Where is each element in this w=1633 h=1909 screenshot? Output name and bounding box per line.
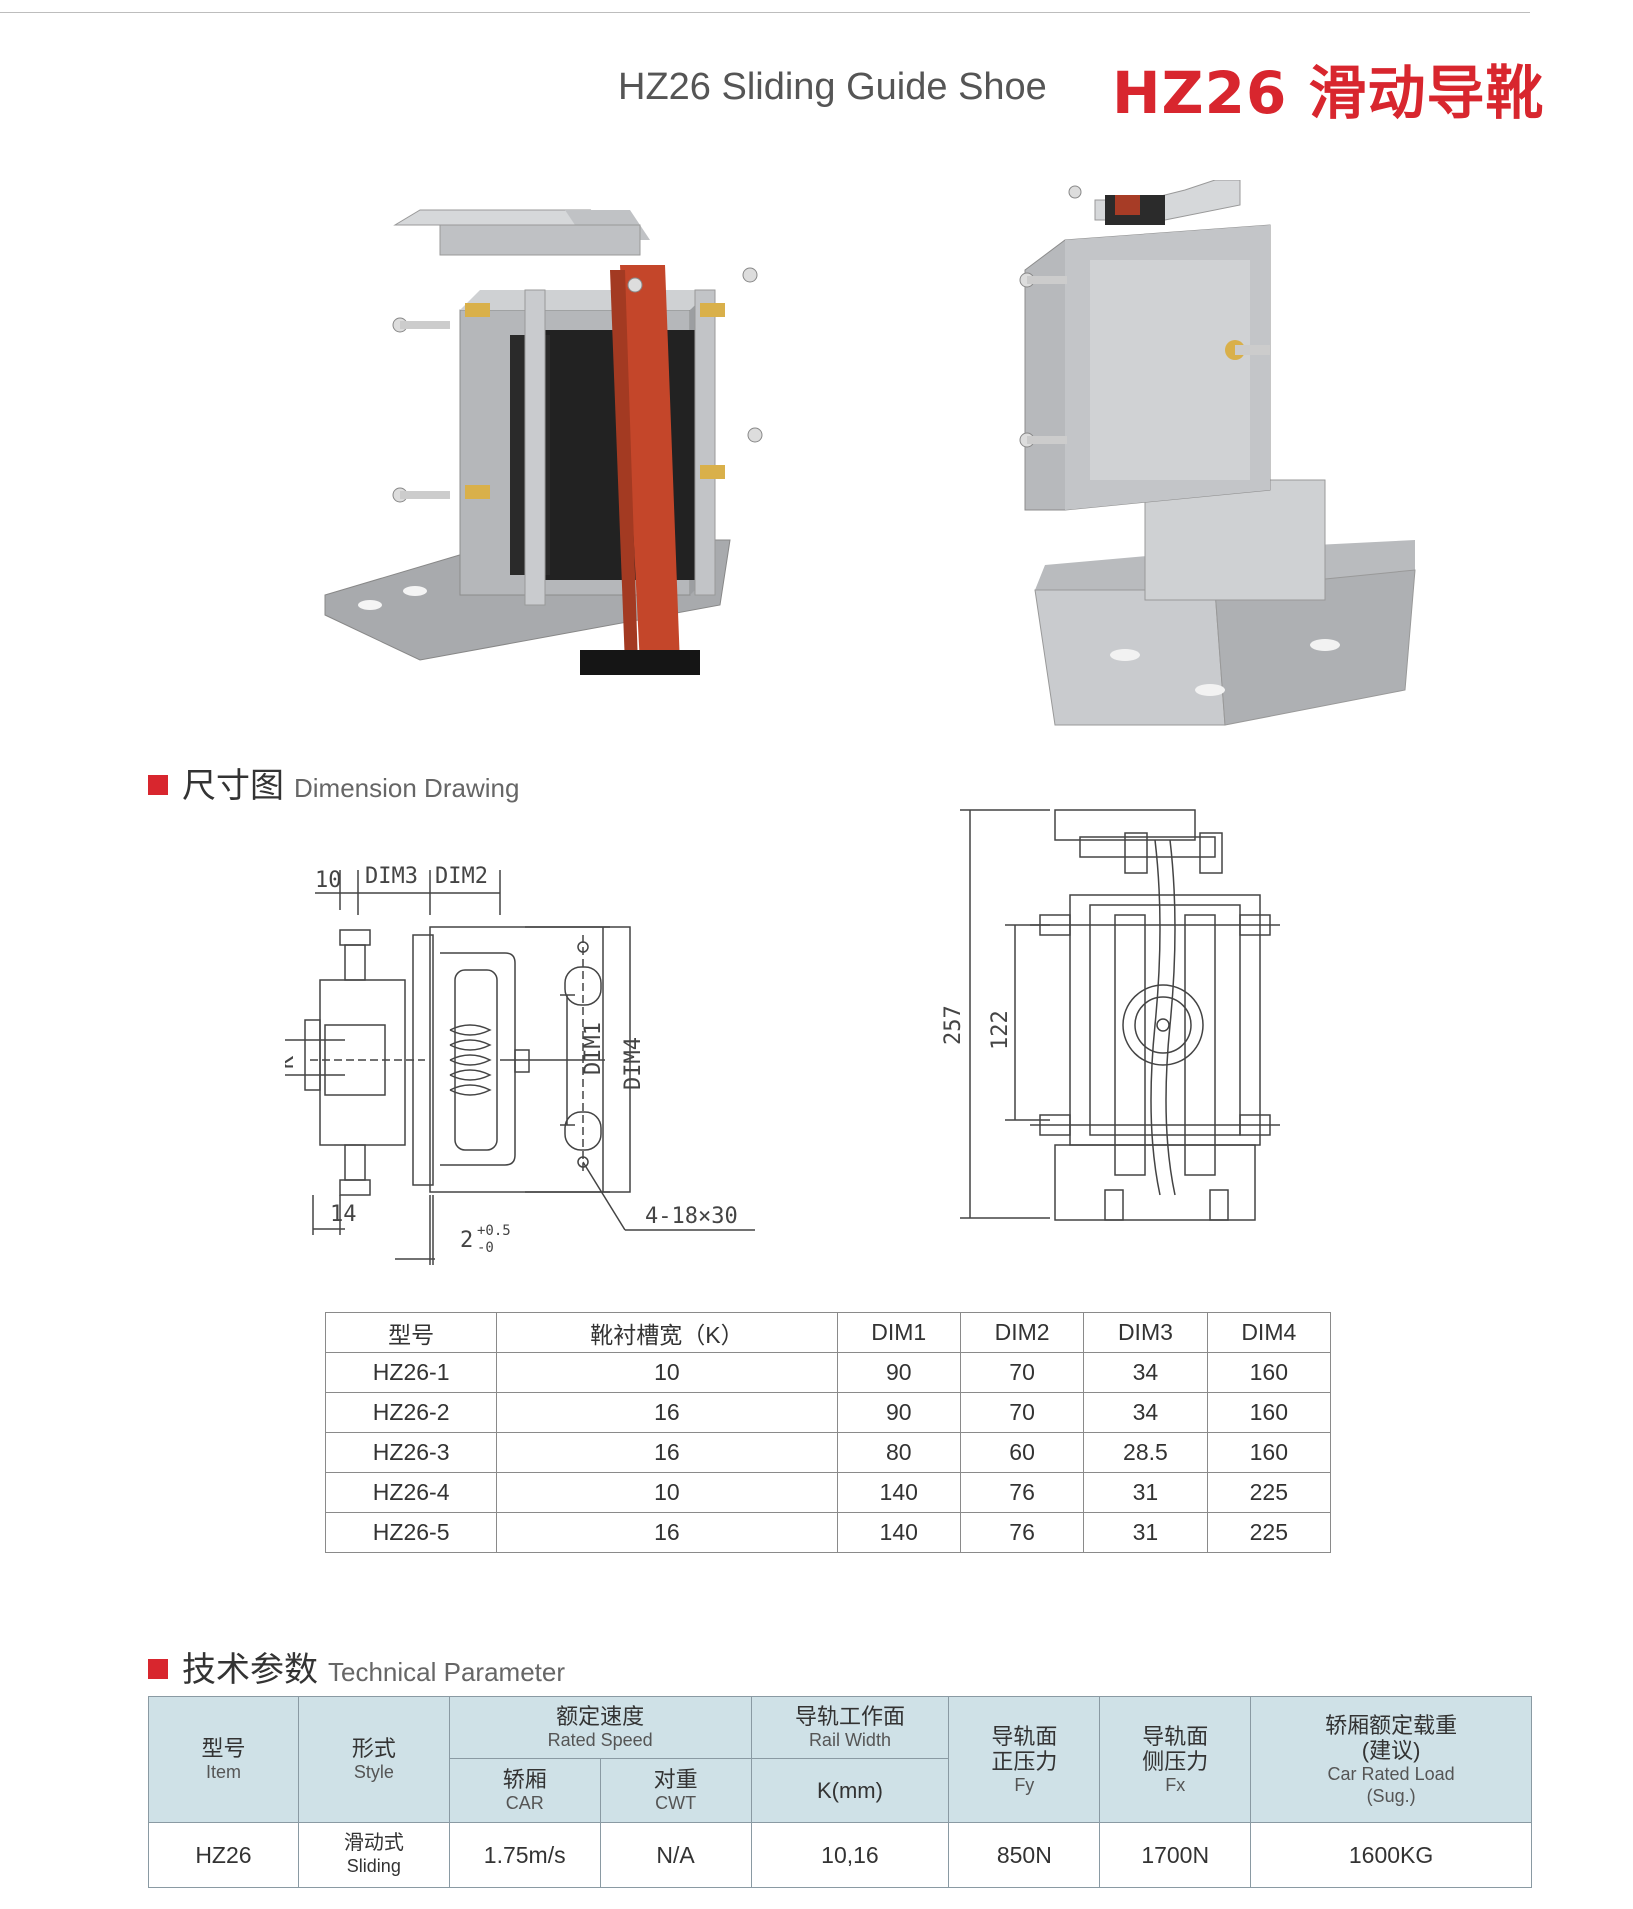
table-cell: 34 bbox=[1083, 1392, 1208, 1433]
section-dimension-en: Dimension Drawing bbox=[294, 773, 520, 803]
label-dim4: DIM4 bbox=[621, 1037, 646, 1090]
th-style: 形式 Style bbox=[297, 1696, 450, 1823]
td-load: 1600KG bbox=[1250, 1822, 1532, 1888]
section-dimension-heading: 尺寸图 Dimension Drawing bbox=[148, 758, 519, 807]
label-tol-plus: +0.5 bbox=[477, 1223, 511, 1239]
table-row: HZ26-5 16 140 76 31 225 bbox=[324, 1512, 1332, 1553]
section-technical-en: Technical Parameter bbox=[328, 1657, 565, 1687]
td-cwt-speed: N/A bbox=[599, 1822, 752, 1888]
dimension-table-header: 型号 靴衬槽宽（K） DIM1 DIM2 DIM3 DIM4 bbox=[324, 1312, 1332, 1353]
label-dim2: DIM2 bbox=[435, 864, 488, 889]
dimension-drawing-side: 10 DIM3 DIM2 K DIM1 DIM4 14 2 +0.5 -0 4-… bbox=[285, 864, 755, 1265]
label-h122: 122 bbox=[988, 1010, 1013, 1050]
table-cell: 140 bbox=[836, 1512, 961, 1553]
col-header: DIM2 bbox=[959, 1312, 1085, 1353]
label-h257: 257 bbox=[941, 1005, 966, 1045]
section-dimension-cn: 尺寸图 bbox=[182, 766, 284, 806]
label-dim3: DIM3 bbox=[365, 864, 418, 889]
table-cell: HZ26-1 bbox=[324, 1352, 498, 1393]
table-cell: HZ26-3 bbox=[324, 1432, 498, 1473]
section-technical-heading: 技术参数 Technical Parameter bbox=[148, 1642, 565, 1691]
table-cell: 80 bbox=[836, 1432, 961, 1473]
technical-table: 型号 Item 形式 Style 额定速度 Rated Speed 导轨工作面 … bbox=[148, 1696, 1532, 1888]
table-cell: 225 bbox=[1206, 1512, 1332, 1553]
page-title-cn: HZ26 滑动导靴 bbox=[1112, 59, 1545, 127]
table-cell: 16 bbox=[496, 1512, 838, 1553]
table-row: HZ26-3 16 80 60 28.5 160 bbox=[324, 1432, 1332, 1473]
dimension-drawing-front: 257 122 bbox=[941, 809, 1280, 1221]
section-marker-icon bbox=[148, 1659, 168, 1679]
table-cell: 76 bbox=[959, 1512, 1085, 1553]
table-row: HZ26-1 10 90 70 34 160 bbox=[324, 1352, 1332, 1393]
table-cell: 225 bbox=[1206, 1472, 1332, 1513]
table-cell: 28.5 bbox=[1083, 1432, 1208, 1473]
product-photo-front bbox=[324, 209, 763, 675]
label-k: K bbox=[285, 1055, 299, 1069]
th-rated-speed: 额定速度 Rated Speed bbox=[448, 1696, 752, 1759]
table-cell: 70 bbox=[959, 1392, 1085, 1433]
table-cell: HZ26-5 bbox=[324, 1512, 498, 1553]
th-car-rated-load: 轿厢额定载重 (建议) Car Rated Load (Sug.) bbox=[1250, 1696, 1532, 1823]
table-cell: 160 bbox=[1206, 1392, 1332, 1433]
label-dim1: DIM1 bbox=[581, 1022, 606, 1075]
table-row: HZ26-4 10 140 76 31 225 bbox=[324, 1472, 1332, 1513]
table-cell: 31 bbox=[1083, 1512, 1208, 1553]
table-cell: HZ26-4 bbox=[324, 1472, 498, 1513]
th-k: K(mm) bbox=[750, 1758, 950, 1823]
col-header: DIM3 bbox=[1083, 1312, 1208, 1353]
table-row: HZ26-2 16 90 70 34 160 bbox=[324, 1392, 1332, 1433]
table-cell: 10 bbox=[496, 1352, 838, 1393]
table-cell: 10 bbox=[496, 1472, 838, 1513]
th-cwt: 对重 CWT bbox=[599, 1758, 752, 1823]
col-header: 靴衬槽宽（K） bbox=[496, 1312, 838, 1353]
dimension-table: 型号 靴衬槽宽（K） DIM1 DIM2 DIM3 DIM4 HZ26-1 10… bbox=[324, 1312, 1332, 1553]
label-tol-minus: -0 bbox=[477, 1240, 494, 1256]
top-rule bbox=[0, 12, 1530, 13]
table-cell: 34 bbox=[1083, 1352, 1208, 1393]
td-fy: 850N bbox=[948, 1822, 1101, 1888]
table-cell: HZ26-2 bbox=[324, 1392, 498, 1433]
table-row: HZ26 滑动式 Sliding 1.75m/s N/A 10,16 850N … bbox=[148, 1822, 1532, 1888]
label-d14: 14 bbox=[330, 1202, 357, 1227]
label-tol-base: 2 bbox=[460, 1228, 473, 1253]
td-fx: 1700N bbox=[1099, 1822, 1252, 1888]
th-item: 型号 Item bbox=[148, 1696, 299, 1823]
table-cell: 160 bbox=[1206, 1352, 1332, 1393]
table-cell: 70 bbox=[959, 1352, 1085, 1393]
col-header: 型号 bbox=[324, 1312, 498, 1353]
td-style: 滑动式 Sliding bbox=[297, 1822, 450, 1888]
th-car: 轿厢 CAR bbox=[448, 1758, 601, 1823]
td-item: HZ26 bbox=[148, 1822, 299, 1888]
table-cell: 90 bbox=[836, 1392, 961, 1433]
th-fy: 导轨面 正压力 Fy bbox=[948, 1696, 1101, 1823]
section-technical-cn: 技术参数 bbox=[182, 1650, 318, 1690]
td-k: 10,16 bbox=[750, 1822, 950, 1888]
table-cell: 76 bbox=[959, 1472, 1085, 1513]
table-cell: 16 bbox=[496, 1432, 838, 1473]
label-holes: 4-18×30 bbox=[645, 1204, 738, 1229]
table-cell: 31 bbox=[1083, 1472, 1208, 1513]
label-d10: 10 bbox=[315, 868, 342, 893]
col-header: DIM1 bbox=[836, 1312, 961, 1353]
section-marker-icon bbox=[148, 775, 168, 795]
table-cell: 16 bbox=[496, 1392, 838, 1433]
table-cell: 90 bbox=[836, 1352, 961, 1393]
col-header: DIM4 bbox=[1206, 1312, 1332, 1353]
table-cell: 160 bbox=[1206, 1432, 1332, 1473]
product-photo-rear bbox=[1019, 180, 1416, 726]
td-car-speed: 1.75m/s bbox=[448, 1822, 601, 1888]
table-cell: 140 bbox=[836, 1472, 961, 1513]
th-fx: 导轨面 侧压力 Fx bbox=[1099, 1696, 1252, 1823]
page-title-en: HZ26 Sliding Guide Shoe bbox=[618, 66, 1047, 108]
th-rail-width: 导轨工作面 Rail Width bbox=[750, 1696, 950, 1759]
table-cell: 60 bbox=[959, 1432, 1085, 1473]
